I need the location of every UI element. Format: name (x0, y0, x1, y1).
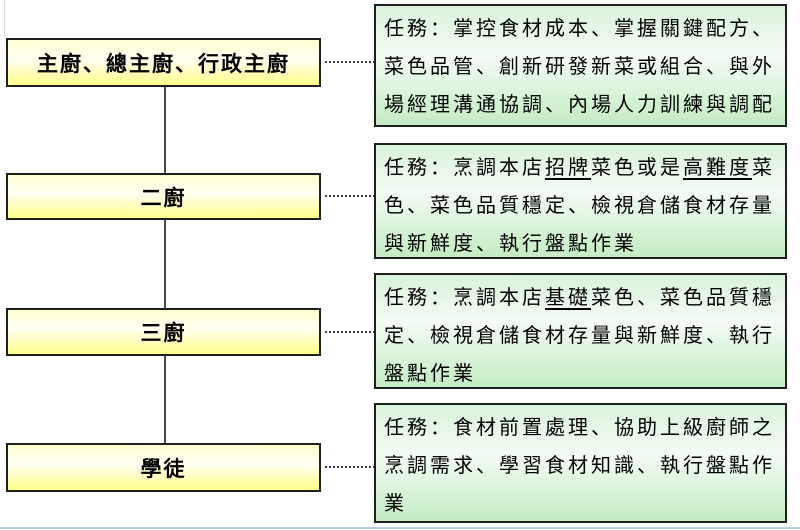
underlined-text-segment: 高難度 (683, 155, 752, 179)
dotted-connector-second-chef (325, 195, 374, 197)
dotted-connector-third-chef (325, 331, 374, 333)
dotted-connector-apprentice (325, 466, 374, 468)
dotted-connector-head-chef (325, 61, 374, 63)
underlined-text-segment: 招牌 (545, 155, 591, 179)
task-box-second-chef: 任務：烹調本店招牌菜色或是高難度菜色、菜色品質穩定、檢視倉儲食材存量與新鮮度、執… (374, 143, 787, 259)
task-box-apprentice: 任務：食材前置處理、協助上級廚師之烹調需求、學習食材知識、執行盤點作業 (374, 403, 787, 523)
task-text-apprentice: 任務：食材前置處理、協助上級廚師之烹調需求、學習食材知識、執行盤點作業 (384, 408, 779, 521)
bottom-rule-line (0, 527, 800, 529)
underlined-text-segment: 基礎 (545, 285, 591, 309)
task-box-head-chef: 任務：掌控食材成本、掌握關鍵配方、菜色品管、創新研發新菜或組合、與外場經理溝通協… (374, 4, 787, 127)
node-label-apprentice: 學徒 (140, 455, 187, 481)
text-segment: 菜色、菜色品質穩定、檢視倉儲食材存量與新鮮度、執行盤點作業 (384, 155, 775, 255)
task-text-third-chef: 任務：烹調本店基礎菜色、菜色品質穩定、檢視倉儲食材存量與新鮮度、執行盤點作業 (384, 278, 779, 387)
hierarchy-connector-line (164, 87, 166, 443)
task-box-third-chef: 任務：烹調本店基礎菜色、菜色品質穩定、檢視倉儲食材存量與新鮮度、執行盤點作業 (374, 273, 787, 389)
text-segment: 菜色或是 (591, 155, 683, 179)
page-edge-line (4, 0, 5, 36)
text-segment: 任務：烹調本店 (384, 155, 545, 179)
node-box-third-chef: 三廚 (6, 308, 321, 356)
node-box-head-chef: 主廚、總主廚、行政主廚 (6, 38, 321, 87)
task-text-second-chef: 任務：烹調本店招牌菜色或是高難度菜色、菜色品質穩定、檢視倉儲食材存量與新鮮度、執… (384, 148, 779, 257)
text-segment: 任務：食材前置處理、協助上級廚師之烹調需求、學習食材知識、執行盤點作業 (384, 415, 775, 515)
task-text-head-chef: 任務：掌控食材成本、掌握關鍵配方、菜色品管、創新研發新菜或組合、與外場經理溝通協… (384, 9, 779, 123)
node-label-head-chef: 主廚、總主廚、行政主廚 (37, 50, 290, 76)
node-label-second-chef: 二廚 (140, 184, 187, 210)
node-box-apprentice: 學徒 (6, 443, 321, 492)
node-box-second-chef: 二廚 (6, 173, 321, 220)
text-segment: 任務：掌控食材成本、掌握關鍵配方、菜色品管、創新研發新菜或組合、與外場經理溝通協… (384, 16, 775, 116)
node-label-third-chef: 三廚 (140, 320, 187, 345)
text-segment: 任務：烹調本店 (384, 285, 545, 309)
text-segment: 菜色、菜色品質穩定、檢視倉儲食材存量與新鮮度、執行盤點作業 (384, 285, 775, 385)
